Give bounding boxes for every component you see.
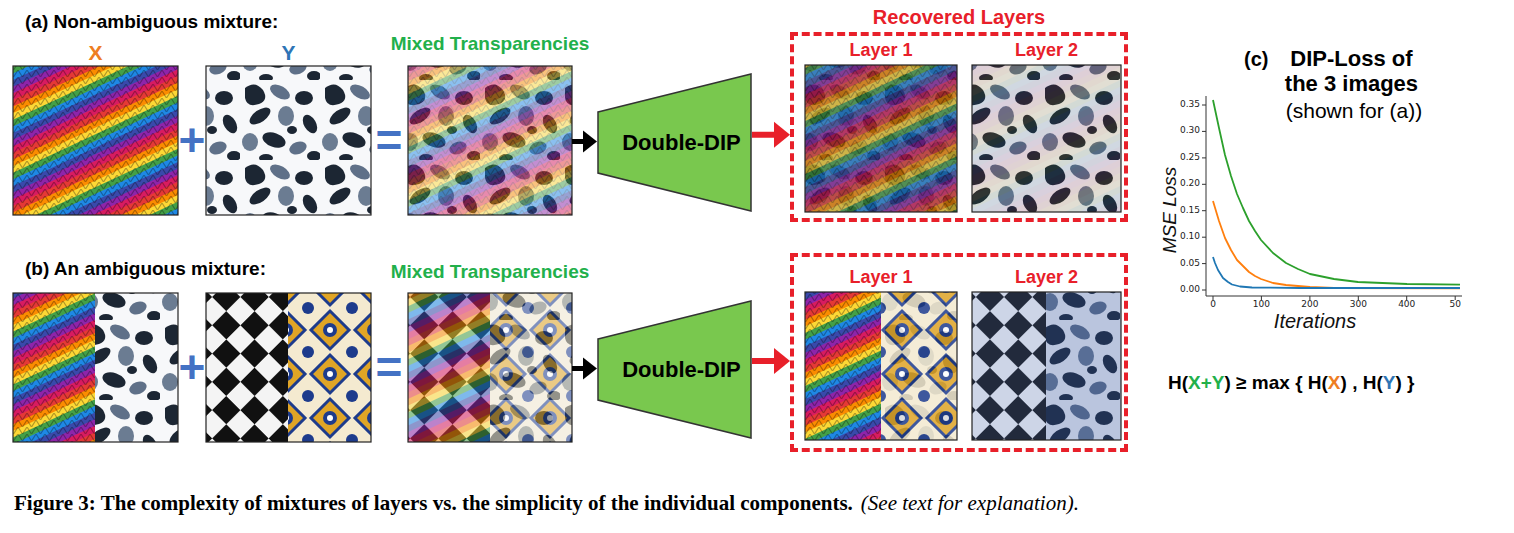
trapezoid-outline xyxy=(598,301,751,438)
arrow-shaft xyxy=(752,358,775,364)
x-tick-label: 0 xyxy=(1210,300,1216,310)
plus-sign: + xyxy=(179,342,206,393)
arrow-shaft xyxy=(572,366,584,371)
image-heading: Y xyxy=(281,41,295,65)
arrow-shaft xyxy=(752,132,775,138)
panel-label: (b) An ambiguous mixture: xyxy=(25,259,266,280)
caption-note: (See text for explanation). xyxy=(861,491,1079,515)
image-heading: Layer 2 xyxy=(1015,267,1078,288)
mixture-image xyxy=(408,66,572,215)
input-image-box: X xyxy=(13,66,178,215)
formula-part: X+Y xyxy=(1188,372,1224,394)
flow-arrow xyxy=(572,131,597,153)
equals-sign: = xyxy=(376,342,403,393)
formula-part: ) } xyxy=(1395,372,1414,394)
arrow-head xyxy=(774,348,790,374)
arrow-shaft xyxy=(572,139,584,144)
formula-part: X xyxy=(1328,372,1341,394)
x-tick-label: 100 xyxy=(1253,300,1270,310)
equals-sign: = xyxy=(376,115,403,166)
panel-title-box: (c) DIP-Loss of the 3 images(shown for (a… xyxy=(1238,38,1470,158)
block-label: Double-DIP xyxy=(622,357,741,382)
input-image-x xyxy=(13,293,178,442)
formula-part: Y xyxy=(1383,372,1396,394)
recovered-layers-box: Recovered LayersLayer 1Layer 2 xyxy=(790,32,1128,222)
x-tick-label: 300 xyxy=(1350,300,1367,310)
recovered-layer-image xyxy=(805,65,957,212)
input-image-y xyxy=(206,293,371,442)
panel-label: (a) Non-ambiguous mixture: xyxy=(25,12,278,33)
panel-label: (c) xyxy=(1244,46,1268,71)
y-tick-label: 0.25 xyxy=(1180,153,1200,163)
panel-title: DIP-Loss of the 3 images xyxy=(1276,46,1426,97)
flow-arrow xyxy=(572,358,597,380)
x-tick-label: 50 xyxy=(1449,300,1460,310)
image-heading: Layer 1 xyxy=(849,40,912,61)
y-tick-label: 0.05 xyxy=(1180,259,1200,269)
figure-caption: Figure 3: The complexity of mixtures of … xyxy=(14,491,853,515)
layer-image-box: Layer 2 xyxy=(972,65,1121,212)
block-label: Double-DIP xyxy=(622,130,741,155)
recovered-layer-image xyxy=(972,65,1121,212)
y-tick-label: 0.00 xyxy=(1180,285,1200,295)
panel-subtitle: (shown for (a)) xyxy=(1244,99,1464,123)
flow-arrow xyxy=(752,348,790,374)
group-heading: Recovered Layers xyxy=(873,6,1045,29)
mixture-image-box: Mixed Transparencies xyxy=(408,293,572,442)
y-tick-label: 0.35 xyxy=(1180,100,1200,110)
mixture-image xyxy=(408,293,572,442)
recovered-layers-box: Layer 1Layer 2 xyxy=(790,253,1128,452)
arrow-head xyxy=(583,131,597,153)
flow-arrow xyxy=(752,122,790,148)
recovered-layer-image xyxy=(972,292,1121,440)
network-block: Double-DIP xyxy=(597,300,752,439)
layer-image-box: Layer 2 xyxy=(972,292,1121,440)
trapezoid-outline xyxy=(598,74,751,211)
axis-title: Iterations xyxy=(1274,310,1356,332)
formula-part: ) , H( xyxy=(1341,372,1383,394)
y-tick-label: 0.30 xyxy=(1180,126,1200,136)
image-heading: X xyxy=(88,41,102,65)
input-image-x xyxy=(13,66,178,215)
image-heading: Layer 2 xyxy=(1015,40,1078,61)
y-tick-label: 0.20 xyxy=(1180,179,1200,189)
y-tick-label: 0.10 xyxy=(1180,232,1200,242)
formula-part: ) ≥ max { H( xyxy=(1225,372,1328,394)
x-tick-label: 200 xyxy=(1301,300,1318,310)
image-heading: Mixed Transparencies xyxy=(391,261,590,283)
image-heading: Mixed Transparencies xyxy=(391,33,590,55)
plus-sign: + xyxy=(179,115,206,166)
network-block: Double-DIP xyxy=(597,73,752,212)
mixture-image-box: Mixed Transparencies xyxy=(408,66,572,215)
input-image-y xyxy=(206,66,371,215)
y-tick-label: 0.15 xyxy=(1180,206,1200,216)
arrow-head xyxy=(583,358,597,380)
axis-title: MSE Loss xyxy=(1160,167,1181,254)
x-tick-label: 400 xyxy=(1398,300,1415,310)
formula-part: H( xyxy=(1168,372,1188,394)
input-image-box: Y xyxy=(206,66,371,215)
layer-image-box: Layer 1 xyxy=(805,292,957,440)
arrow-head xyxy=(774,122,790,148)
image-heading: Layer 1 xyxy=(849,267,912,288)
recovered-layer-image xyxy=(805,292,957,440)
layer-image-box: Layer 1 xyxy=(805,65,957,212)
